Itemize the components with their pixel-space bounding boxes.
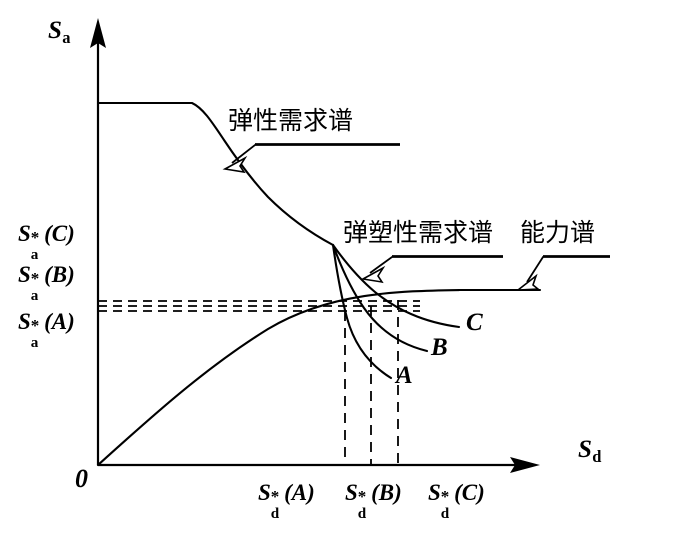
x-tick-label-sd-c: S*d(C) (428, 480, 485, 523)
x-tick-sd-a-argument: (A) (284, 480, 315, 505)
leader-arrowhead-capacity (515, 273, 541, 291)
annotation-capacity-spectrum: 能力谱 (520, 218, 596, 247)
leader-elastic-demand (231, 144, 400, 164)
annotation-elastoplastic-demand-spectrum: 弹塑性需求谱 (343, 218, 494, 247)
leader-arrowhead-elastic-demand (222, 155, 248, 174)
x-tick-sd-b-argument: (B) (371, 480, 402, 505)
curve-label-c: C (466, 309, 483, 336)
y-axis-label-subscript: a (62, 27, 71, 47)
x-tick-sd-c-argument: (C) (454, 480, 485, 505)
x-axis-arrowhead (510, 457, 540, 473)
y-tick-label-sa-a: S*a(A) (18, 309, 75, 352)
leader-elastoplastic-demand (369, 256, 503, 274)
leader-arrowhead-elastoplastic-demand (360, 265, 386, 284)
y-tick-sa-b-argument: (B) (44, 262, 75, 287)
leader-capacity (526, 256, 610, 283)
capacity-curve (96, 288, 542, 467)
y-tick-label-sa-b: S*a(B) (18, 262, 75, 305)
curve-label-b: B (431, 334, 448, 361)
y-tick-sa-c-argument: (C) (44, 221, 75, 246)
elastic-demand-curve (96, 101, 335, 247)
annotation-elastic-demand-spectrum: 弹性需求谱 (228, 106, 354, 135)
x-axis-label: Sd (578, 436, 602, 466)
y-tick-label-sa-c: S*a(C) (18, 221, 75, 264)
y-tick-sa-a-argument: (A) (44, 309, 75, 334)
x-tick-label-sd-b: S*d(B) (345, 480, 402, 523)
curve-label-a: A (396, 362, 413, 389)
inelastic-demand-curve-b (331, 243, 429, 353)
y-axis-label: Sa (48, 17, 71, 47)
inelastic-demand-curve-c (331, 243, 461, 329)
origin-label: 0 (75, 464, 88, 493)
x-tick-label-sd-a: S*d(A) (258, 480, 315, 523)
x-axis-label-subscript: d (592, 446, 602, 466)
y-axis-arrowhead (90, 18, 106, 48)
